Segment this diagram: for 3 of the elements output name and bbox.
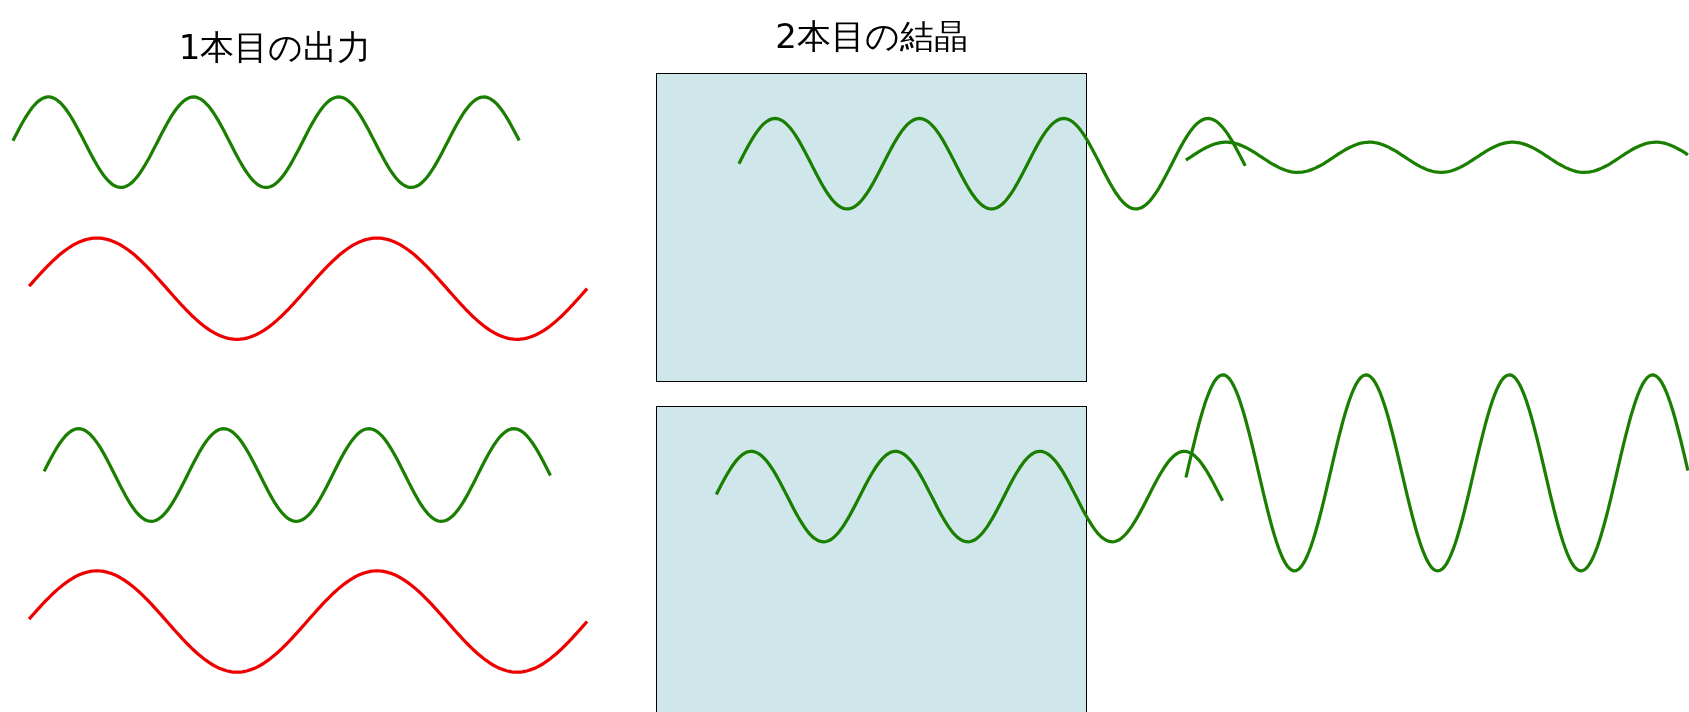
heading: 2本目の結晶 (775, 19, 968, 53)
heading: 1本目の出力 (178, 30, 372, 64)
crystal-box (656, 406, 1087, 712)
